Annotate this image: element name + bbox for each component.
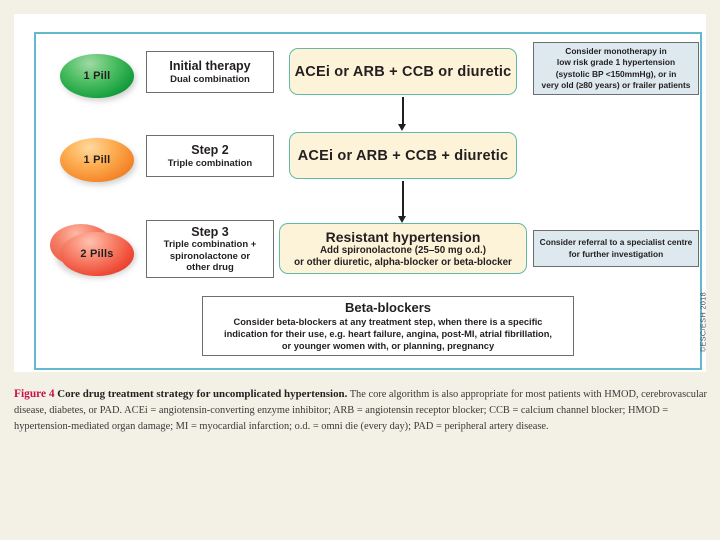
figure-caption: Figure 4 Core drug treatment strategy fo… <box>14 386 708 435</box>
note-monotherapy-line4: very old (≥80 years) or frailer patients <box>541 79 691 90</box>
step-box-row1: Initial therapy Dual combination <box>146 51 274 93</box>
treatment-box-row1: ACEi or ARB + CCB or diuretic <box>289 48 517 95</box>
pill-label-row2: 1 Pill <box>83 154 111 166</box>
treatment-box-row2: ACEi or ARB + CCB + diuretic <box>289 132 517 179</box>
pill-badge-row2: 1 Pill <box>60 138 134 182</box>
treatment-box-row3: Resistant hypertension Add spironolacton… <box>279 223 527 274</box>
step-sub-row3-line1: Triple combination + <box>163 239 257 251</box>
treatment-title-row3: Resistant hypertension <box>325 228 481 245</box>
figure-frame: 1 Pill Initial therapy Dual combination … <box>34 32 707 370</box>
note-box-referral: Consider referral to a specialist centre… <box>533 230 699 267</box>
treatment-sub-row3-line1: Add spironolactone (25–50 mg o.d.) <box>319 244 487 256</box>
step-title-row2: Step 2 <box>191 143 229 158</box>
beta-blockers-line3: or younger women with, or planning, preg… <box>281 341 495 352</box>
treatment-text-row2: ACEi or ARB + CCB + diuretic <box>297 147 509 164</box>
caption-figure-number: Figure 4 <box>14 388 55 400</box>
treatment-sub-row3-line2: or other diuretic, alpha-blocker or beta… <box>294 256 512 268</box>
beta-blockers-box: Beta-blockers Consider beta-blockers at … <box>202 296 574 356</box>
beta-blockers-line1: Consider beta-blockers at any treatment … <box>233 316 543 327</box>
step-sub-row3-line2: spironolactone or <box>169 250 251 262</box>
step-box-row3: Step 3 Triple combination + spironolacto… <box>146 220 274 278</box>
treatment-text-row1: ACEi or ARB + CCB or diuretic <box>294 63 512 80</box>
step-title-row1: Initial therapy <box>169 59 251 74</box>
arrow-down-2 <box>397 181 408 223</box>
beta-blockers-title: Beta-blockers <box>345 299 431 315</box>
note-monotherapy-line2: low risk grade 1 hypertension <box>556 57 676 68</box>
pill-label-row3: 2 Pills <box>80 248 114 260</box>
pill-label-row1: 1 Pill <box>83 70 111 82</box>
pill-badge-row1: 1 Pill <box>60 54 134 98</box>
step-box-row2: Step 2 Triple combination <box>146 135 274 177</box>
step-sub-row2: Triple combination <box>167 157 253 169</box>
figure-panel: 1 Pill Initial therapy Dual combination … <box>14 14 707 372</box>
arrow-down-1 <box>397 97 408 131</box>
step-title-row3: Step 3 <box>191 225 229 239</box>
beta-blockers-line2: indication for their use, e.g. heart fai… <box>223 328 552 339</box>
step-sub-row3-line3: other drug <box>186 261 234 273</box>
note-box-monotherapy: Consider monotherapy in low risk grade 1… <box>533 42 699 95</box>
caption-figure-title: Core drug treatment strategy for uncompl… <box>57 388 348 400</box>
note-referral-line1: Consider referral to a specialist centre <box>539 237 693 248</box>
note-referral-line2: for further investigation <box>568 248 664 259</box>
caption-body: The core algorithm is also appropriate f… <box>14 389 707 433</box>
note-monotherapy-line3: (systolic BP <150mmHg), or in <box>555 68 677 79</box>
step-sub-row1: Dual combination <box>170 73 250 85</box>
note-monotherapy-line1: Consider monotherapy in <box>565 45 667 56</box>
pill-badge-row3: 2 Pills <box>60 232 134 276</box>
copyright-notice: ©ESC/ESH 2018 <box>698 292 707 353</box>
